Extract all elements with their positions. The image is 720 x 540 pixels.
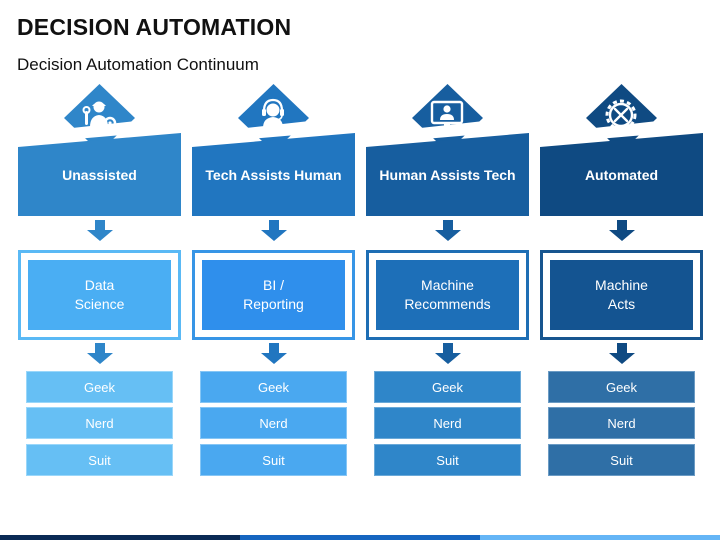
stage-header-label: Human Assists Tech: [379, 167, 516, 183]
approach-label-line: Machine: [421, 277, 474, 293]
approach-label-line: Reporting: [243, 296, 304, 312]
approach-label-line: Machine: [595, 277, 648, 293]
approach-label: BI / Reporting: [202, 260, 345, 330]
page-subtitle: Decision Automation Continuum: [17, 55, 259, 74]
down-arrow-icon: [434, 220, 462, 242]
stage-header: Automated: [540, 84, 703, 216]
headset-agent-icon: [253, 95, 293, 135]
stage-header-label: Tech Assists Human: [205, 167, 342, 183]
approach-label-line: Acts: [607, 296, 636, 312]
stage-header: Unassisted: [18, 84, 181, 216]
persona-row: Geek: [26, 371, 173, 403]
footer-bar-segment: [0, 535, 240, 540]
page-title: DECISION AUTOMATION: [17, 14, 292, 40]
engineer-icon: [79, 95, 119, 135]
persona-row: Suit: [374, 444, 521, 476]
stage-header-label: Automated: [584, 167, 659, 183]
monitor-user-icon: [427, 95, 467, 135]
gear-tools-icon: [601, 95, 641, 135]
down-arrow-icon: [86, 343, 114, 365]
stage-header: Tech Assists Human: [192, 84, 355, 216]
approach-label-line: Recommends: [404, 296, 491, 312]
down-arrow-icon: [608, 220, 636, 242]
persona-row: Geek: [548, 371, 695, 403]
down-arrow-icon: [260, 220, 288, 242]
approach-label-line: Data: [84, 277, 115, 293]
down-arrow-icon: [260, 343, 288, 365]
footer-bar: [0, 535, 720, 540]
persona-row: Nerd: [26, 407, 173, 439]
stage-header-shape: [18, 84, 181, 216]
footer-bar-segment: [240, 535, 480, 540]
down-arrow-icon: [86, 220, 114, 242]
persona-row: Suit: [200, 444, 347, 476]
approach-label-line: Science: [74, 296, 125, 312]
down-arrow-icon: [608, 343, 636, 365]
approach-box: BI / Reporting: [192, 250, 355, 340]
persona-row: Geek: [200, 371, 347, 403]
stage-header: Human Assists Tech: [366, 84, 529, 216]
persona-row: Suit: [548, 444, 695, 476]
approach-label-line: BI /: [262, 277, 284, 293]
persona-row: Nerd: [374, 407, 521, 439]
persona-row: Nerd: [548, 407, 695, 439]
stage-header-shape: [540, 84, 703, 216]
footer-bar-segment: [480, 535, 720, 540]
persona-row: Geek: [374, 371, 521, 403]
stage-header-label: Unassisted: [62, 167, 137, 183]
persona-row: Nerd: [200, 407, 347, 439]
down-arrow-icon: [434, 343, 462, 365]
persona-row: Suit: [26, 444, 173, 476]
